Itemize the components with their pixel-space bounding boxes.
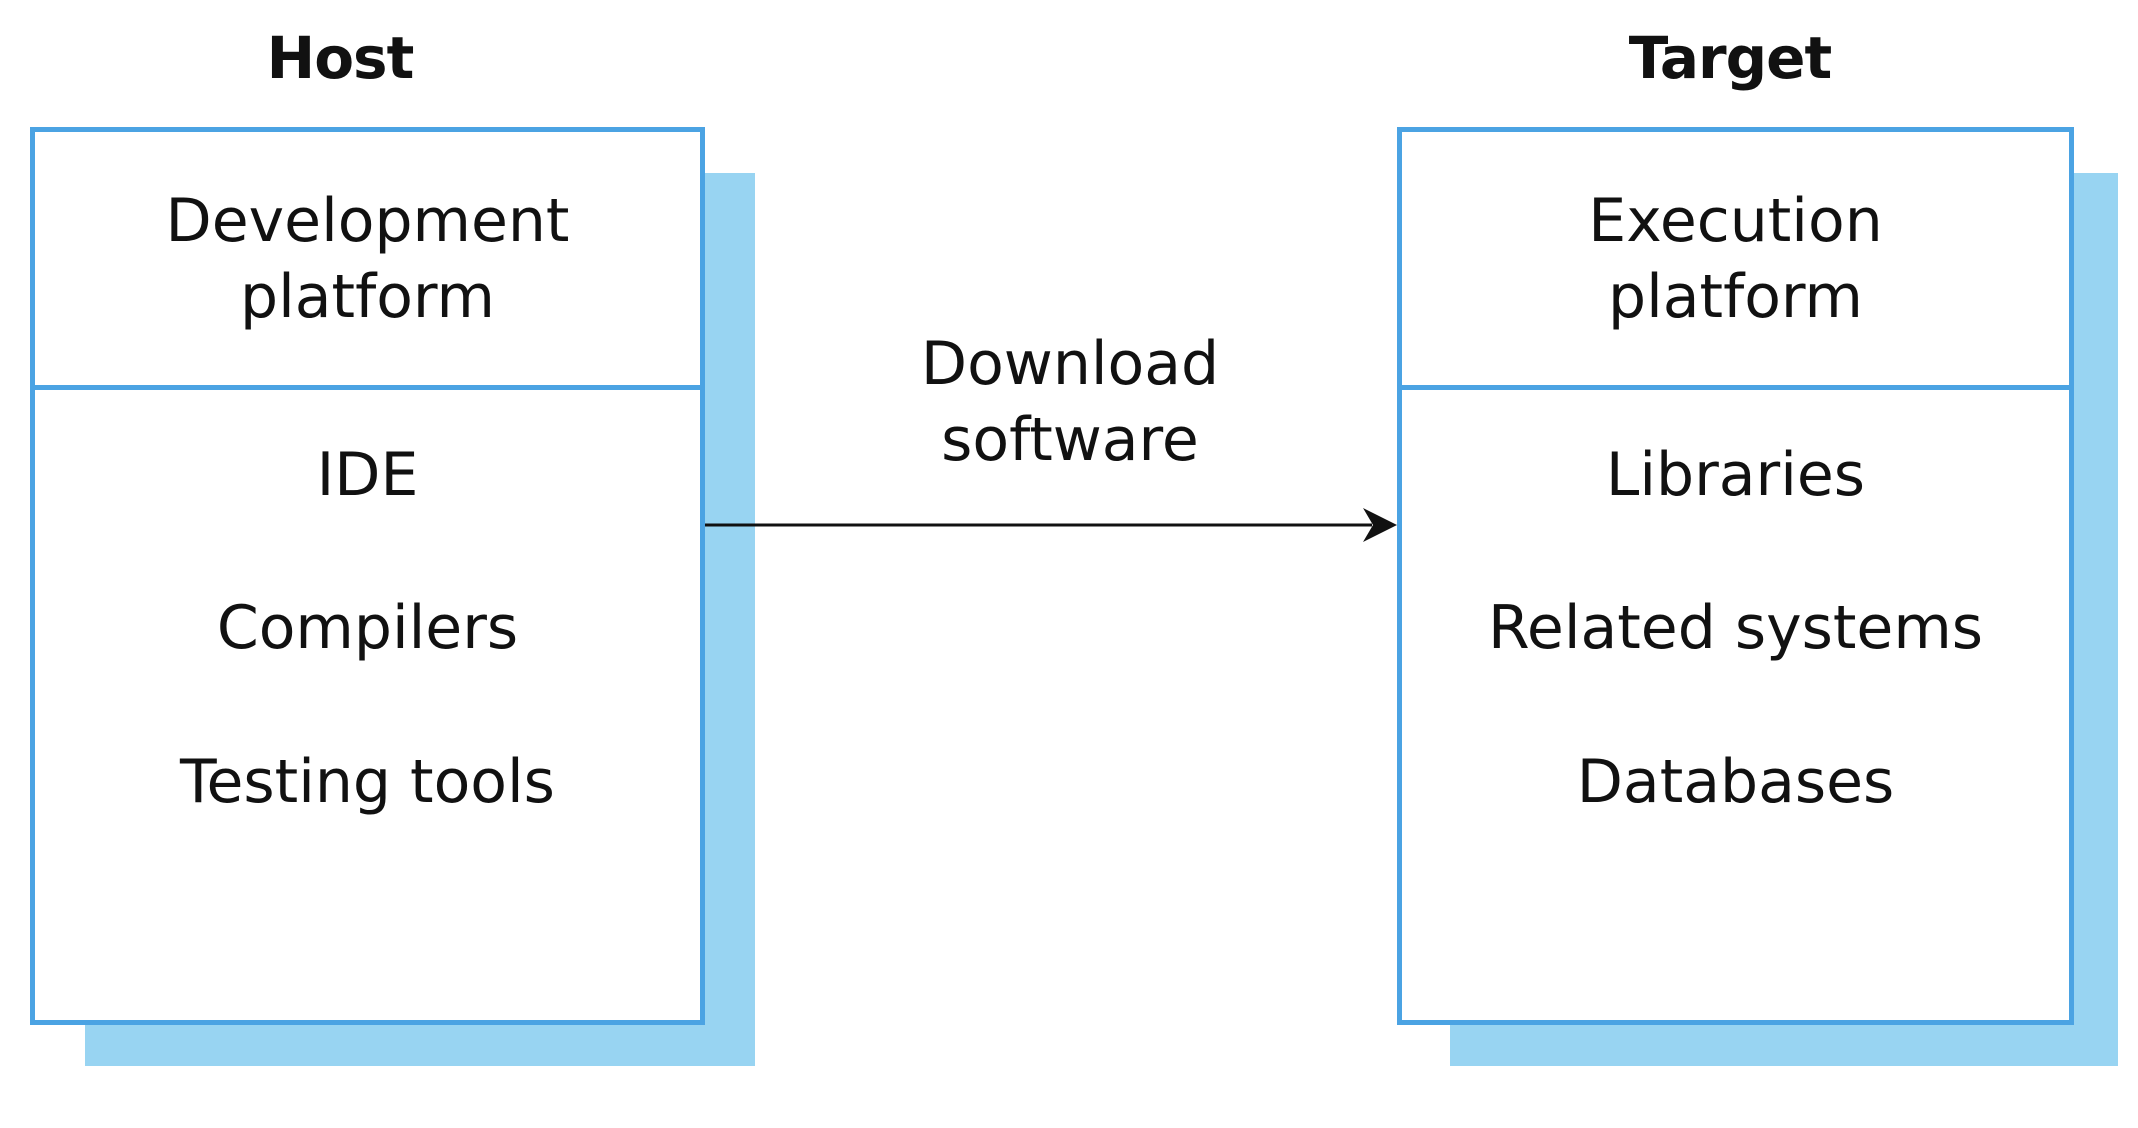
target-platform-section: Execution platform (1402, 132, 2069, 390)
host-box: Development platform IDE Compilers Testi… (30, 127, 705, 1025)
host-platform-line2: platform (240, 261, 495, 332)
target-item-related-systems: Related systems (1487, 593, 1984, 663)
download-arrow (705, 508, 1397, 542)
target-heading: Target (1628, 24, 1832, 92)
host-heading: Host (266, 24, 415, 92)
host-item-testing-tools: Testing tools (180, 747, 555, 817)
target-item-databases: Databases (1576, 747, 1895, 817)
target-platform-line2: platform (1608, 261, 1863, 332)
host-platform-line1: Development (165, 185, 570, 256)
download-arrow-head (1363, 508, 1397, 542)
host-platform-section: Development platform (35, 132, 700, 390)
download-software-label: Download software (770, 326, 1370, 478)
host-item-compilers: Compilers (216, 593, 519, 663)
target-platform-line1: Execution (1588, 185, 1883, 256)
target-item-libraries: Libraries (1605, 440, 1866, 510)
connector-label-line2: software (941, 405, 1199, 475)
host-item-ide: IDE (316, 440, 419, 510)
target-box: Execution platform Libraries Related sys… (1397, 127, 2074, 1025)
connector-label-line1: Download (920, 329, 1220, 399)
